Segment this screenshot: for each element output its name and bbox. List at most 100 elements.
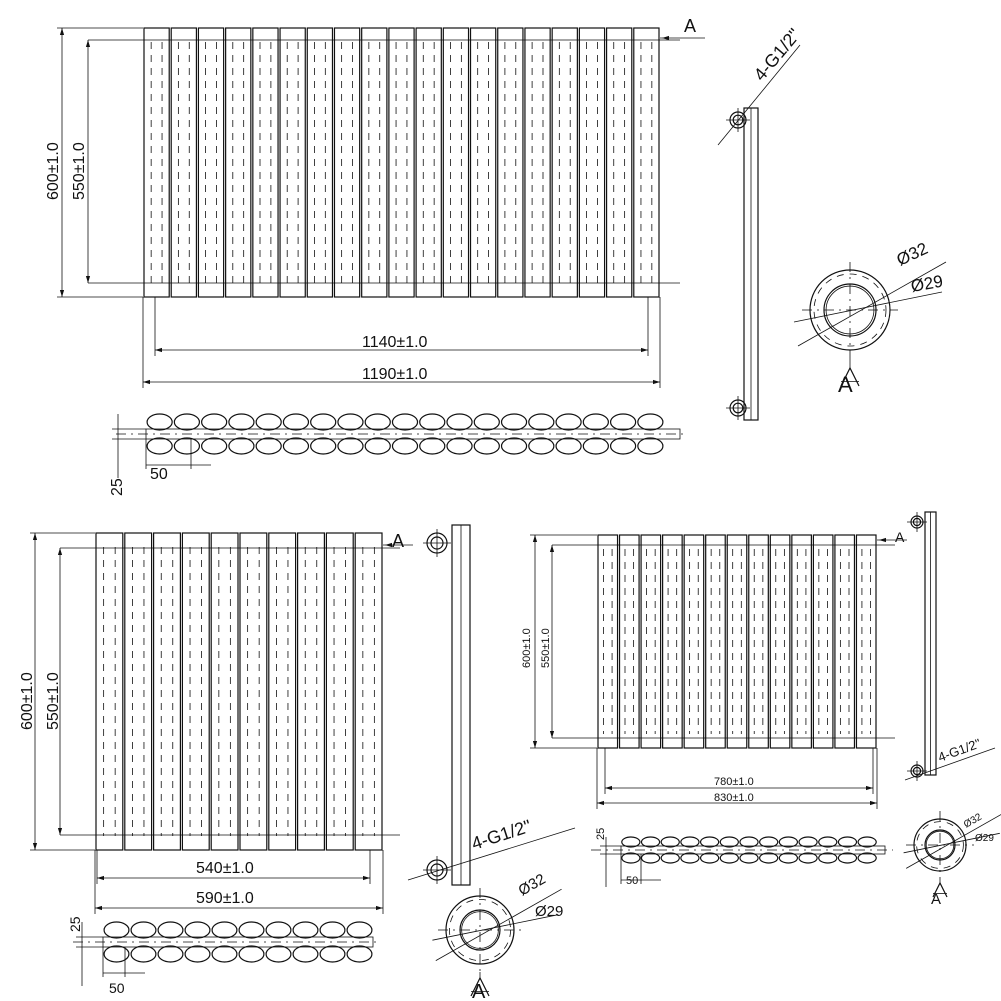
column-section — [699, 836, 720, 848]
column-section — [255, 437, 282, 455]
column-section — [660, 852, 680, 864]
column-section — [446, 413, 473, 431]
column-section — [680, 852, 700, 864]
medium-pipe-offset: 50 — [626, 875, 638, 887]
column-section — [857, 836, 877, 848]
large-plan-view — [145, 413, 681, 455]
column-section — [759, 836, 779, 848]
column-section — [637, 437, 664, 455]
arrow-head — [376, 905, 383, 911]
arrow-head — [155, 347, 162, 353]
medium-height-centres: 550±1.0 — [540, 628, 552, 668]
large-detail-marker: A — [838, 372, 853, 397]
column-section — [640, 836, 661, 848]
large-outer-diameter: Ø32 — [894, 239, 931, 270]
radiator-column — [469, 27, 497, 298]
small-inner-diameter: Ø29 — [535, 903, 563, 920]
radiator-column — [855, 534, 877, 749]
column-section — [337, 437, 364, 455]
large-width-centres: 1140±1.0 — [362, 334, 428, 351]
column-section — [201, 437, 228, 455]
large-pipe-offset: 50 — [150, 466, 168, 483]
radiator-column — [268, 532, 297, 851]
column-section — [310, 413, 337, 431]
column-section — [173, 413, 201, 431]
arrow-head — [532, 535, 538, 542]
radiator-column — [181, 532, 210, 851]
column-section — [798, 836, 818, 848]
column-section — [528, 413, 555, 431]
radiator-column — [578, 27, 606, 298]
drawing-geometry — [30, 27, 1001, 997]
column-section — [103, 921, 130, 939]
medium-front-view — [597, 534, 877, 749]
large-front-view — [143, 27, 660, 298]
column-section — [528, 437, 555, 455]
column-section — [719, 836, 739, 848]
large-connection-label: 4-G1/2" — [750, 25, 805, 85]
arrow-head — [57, 548, 63, 555]
arrow-head — [95, 905, 102, 911]
radiator-column — [354, 532, 383, 851]
column-section — [391, 437, 419, 455]
column-section — [473, 413, 500, 431]
column-section — [130, 945, 157, 963]
radiator-column — [683, 534, 705, 749]
radiator-column — [442, 27, 470, 298]
radiator-column — [497, 27, 524, 298]
small-front-view — [95, 532, 383, 851]
small-height-overall: 600±1.0 — [19, 672, 36, 730]
medium-height-overall: 600±1.0 — [521, 628, 533, 668]
column-section — [319, 945, 346, 963]
radiator-column — [297, 532, 326, 851]
radiator-column — [633, 27, 660, 298]
connection-leader — [717, 44, 801, 146]
column-section — [473, 437, 500, 455]
column-section — [739, 836, 759, 848]
column-section — [364, 413, 391, 431]
small-height-centres: 550±1.0 — [45, 672, 62, 730]
small-depth: 25 — [67, 916, 83, 932]
radiator-column — [279, 27, 306, 298]
column-section — [265, 921, 292, 939]
column-section — [621, 852, 641, 864]
column-section — [419, 437, 446, 455]
radiator-column — [239, 532, 268, 851]
column-section — [130, 921, 157, 939]
column-section — [337, 413, 364, 431]
diameter-leader — [906, 814, 1001, 869]
column-section — [292, 945, 319, 963]
column-section — [146, 413, 173, 431]
small-detail-marker: A — [472, 981, 486, 1001]
radiator-column — [769, 534, 791, 749]
medium-width-overall: 830±1.0 — [714, 792, 754, 804]
column-section — [680, 836, 700, 848]
radiator-column — [415, 27, 442, 298]
arrow-head — [532, 741, 538, 748]
radiator-column — [124, 532, 153, 851]
column-section — [640, 852, 661, 864]
arrow-head — [866, 785, 873, 791]
radiator-column — [662, 534, 683, 749]
column-section — [173, 437, 201, 455]
column-section — [319, 921, 346, 939]
radiator-column — [640, 534, 662, 749]
arrow-head — [385, 542, 392, 548]
arrow-head — [59, 28, 65, 35]
large-height-overall: 600±1.0 — [45, 142, 62, 200]
radiator-column — [325, 532, 354, 851]
large-depth: 25 — [109, 478, 126, 496]
column-section — [818, 836, 838, 848]
diameter-leader — [903, 832, 1000, 854]
radiator-column — [388, 27, 415, 298]
arrow-head — [662, 35, 669, 41]
column-section — [364, 437, 391, 455]
radiator-column — [791, 534, 812, 749]
column-section — [500, 437, 528, 455]
column-section — [609, 437, 637, 455]
column-section — [582, 413, 609, 431]
radiator-column — [143, 27, 170, 298]
column-section — [778, 852, 799, 864]
small-pipe-offset: 50 — [109, 980, 125, 996]
column-section — [857, 852, 877, 864]
